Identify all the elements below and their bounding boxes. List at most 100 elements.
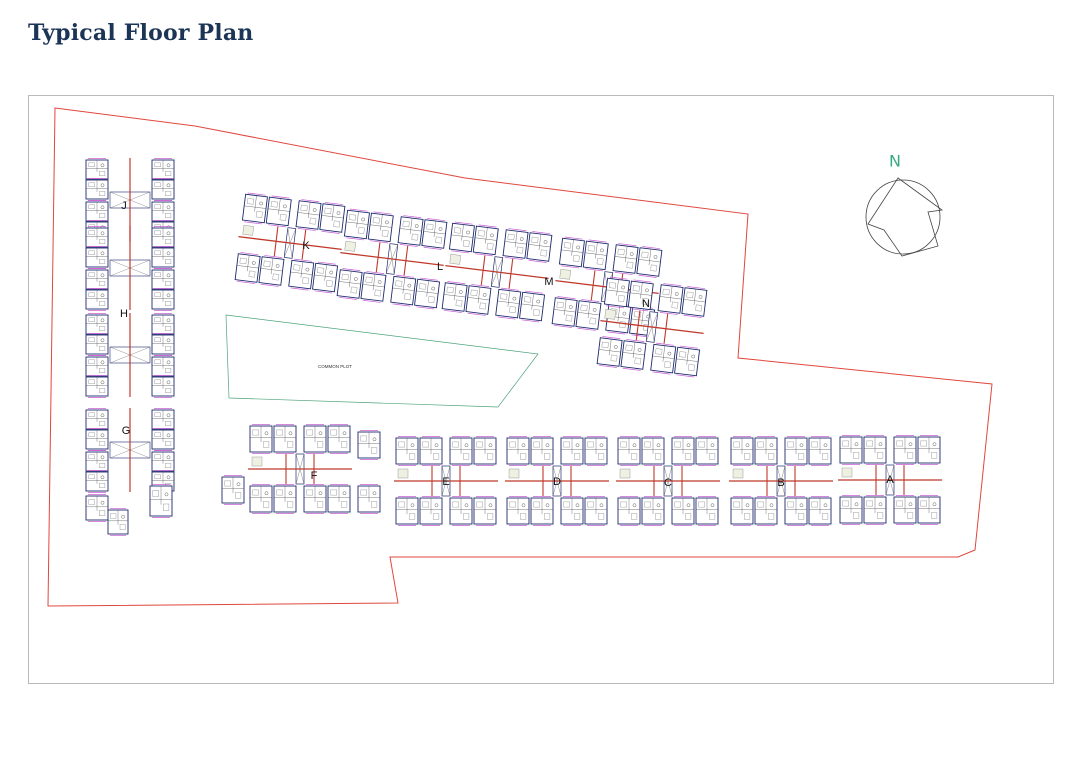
apartment-unit — [584, 496, 608, 526]
apartment-unit — [582, 239, 609, 272]
apartment-unit — [85, 470, 109, 493]
page-title: Typical Floor Plan — [28, 20, 254, 46]
apartment-unit — [85, 268, 109, 291]
apartment-unit — [85, 200, 109, 223]
apartment-unit — [273, 424, 297, 454]
apartment-unit — [303, 424, 327, 454]
apartment-unit — [336, 268, 363, 300]
common-plot-label: COMMON PLOT — [318, 364, 352, 369]
apartment-unit — [151, 375, 175, 398]
apartment-unit — [560, 436, 584, 466]
building-wing — [85, 408, 175, 493]
apartment-unit — [303, 484, 327, 514]
apartment-unit — [650, 342, 677, 375]
common-plot-outline — [225, 314, 539, 408]
north-arrow: N — [865, 152, 944, 257]
apartment-unit — [151, 178, 175, 201]
apartment-unit — [617, 496, 641, 526]
apartment-unit — [863, 495, 887, 525]
block-label-l: L — [437, 261, 443, 273]
apartment-unit — [85, 450, 109, 473]
apartment-unit — [85, 226, 109, 249]
apartment-unit — [151, 158, 175, 181]
apartment-unit — [414, 277, 441, 310]
building-wing — [394, 436, 498, 526]
apartment-unit — [151, 450, 175, 473]
apartment-unit — [612, 243, 639, 275]
apartment-unit — [449, 436, 473, 466]
apartment-unit — [584, 436, 608, 466]
apartment-unit — [151, 200, 175, 223]
apartment-unit — [85, 375, 109, 398]
apartment-unit — [620, 339, 647, 371]
apartment-unit — [360, 271, 387, 303]
apartment-unit — [730, 496, 754, 526]
building-wing — [336, 208, 448, 310]
apartment-unit — [917, 435, 941, 465]
block-label-b: B — [777, 477, 784, 489]
block-label-h: H — [120, 308, 128, 320]
building-wing — [85, 226, 175, 311]
corridor — [445, 265, 549, 279]
apartment-unit — [784, 436, 808, 466]
apartment-unit — [695, 496, 719, 526]
block-labels: A B C D E F G H J K L M N — [120, 200, 894, 489]
apartment-unit — [449, 496, 473, 526]
apartment-unit — [258, 255, 285, 287]
building-wing — [596, 276, 708, 378]
building-wings — [85, 158, 942, 536]
apartment-unit — [288, 258, 315, 291]
apartment-unit — [390, 274, 417, 307]
compass-circle — [865, 179, 941, 255]
apartment-unit — [85, 178, 109, 201]
block-label-n: N — [642, 298, 650, 310]
apartment-unit — [395, 496, 419, 526]
apartment-unit — [754, 496, 778, 526]
building-wing — [234, 192, 346, 294]
apartment-unit — [241, 192, 268, 225]
block-label-j: J — [121, 200, 127, 212]
apartment-unit — [636, 246, 663, 278]
apartment-unit — [530, 496, 554, 526]
apartment-unit — [596, 336, 623, 368]
apartment-unit — [85, 288, 109, 311]
building-wing — [505, 436, 609, 526]
apartment-unit — [151, 408, 175, 431]
apartment-unit — [151, 355, 175, 378]
apartment-unit — [249, 424, 273, 454]
plan-frame — [28, 95, 1054, 684]
apartment-unit — [627, 279, 654, 312]
apartment-unit — [395, 436, 419, 466]
block-label-e: E — [442, 476, 449, 488]
apartment-unit — [465, 284, 492, 316]
block-label-m: M — [544, 276, 553, 288]
block-label-a: A — [886, 474, 894, 486]
apartment-unit — [441, 281, 468, 313]
apartment-unit — [151, 268, 175, 291]
apartment-unit — [893, 435, 917, 465]
apartment-unit — [495, 287, 522, 320]
apartment-unit — [249, 484, 273, 514]
apartment-unit — [343, 208, 370, 241]
apartment-unit — [695, 436, 719, 466]
apartment-unit — [502, 228, 529, 260]
apartment-unit — [312, 261, 339, 294]
corridor — [238, 236, 342, 250]
corridor — [600, 320, 704, 334]
apartment-unit — [754, 436, 778, 466]
apartment-unit — [273, 484, 297, 514]
apartment-unit — [85, 333, 109, 356]
apartment-unit — [419, 436, 443, 466]
apartment-unit — [530, 436, 554, 466]
apartment-unit — [151, 246, 175, 269]
apartment-unit — [397, 215, 424, 247]
apartment-unit — [519, 290, 546, 323]
apartment-unit — [839, 495, 863, 525]
apartment-unit — [657, 283, 684, 315]
apartment-unit — [327, 484, 351, 514]
apartment-unit — [641, 436, 665, 466]
block-label-g: G — [122, 425, 131, 437]
apartment-unit — [85, 408, 109, 431]
north-label: N — [889, 152, 901, 171]
